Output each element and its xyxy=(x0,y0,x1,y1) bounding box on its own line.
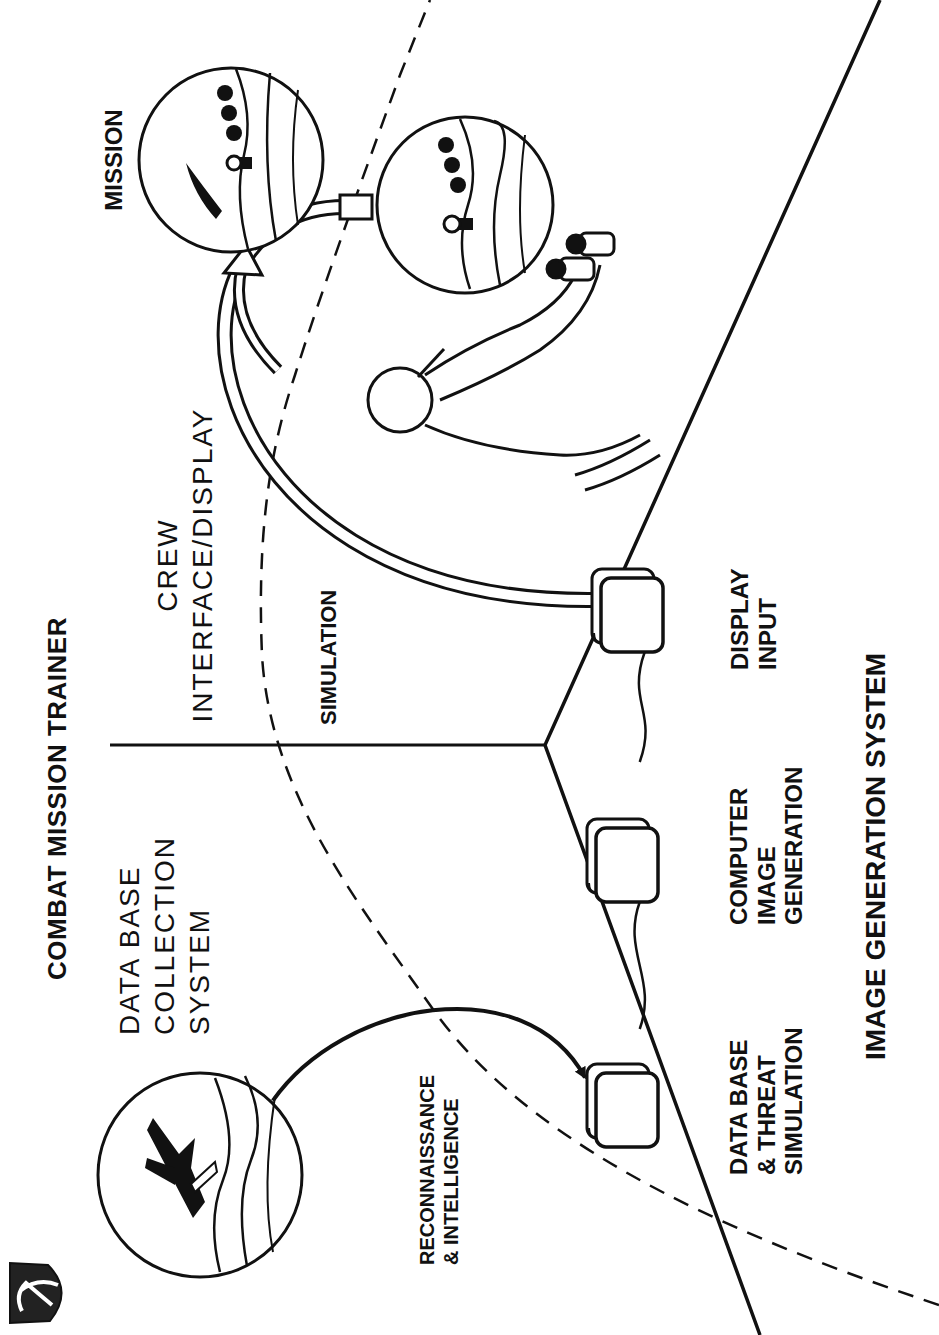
node-label: MISSION xyxy=(100,65,128,255)
node-group: RECONNAISSANCE & INTELLIGENCE xyxy=(95,1067,463,1280)
free-label: DATA BASE COLLECTION SYSTEM xyxy=(112,836,217,1035)
diagram-title: COMBAT MISSION TRAINER xyxy=(42,617,73,980)
signal-wire xyxy=(639,652,646,762)
node-shape xyxy=(590,550,666,655)
free-label: CREW INTERFACE/DISPLAY xyxy=(150,385,220,745)
divider-line xyxy=(110,744,545,747)
node-shape xyxy=(136,65,326,255)
crew-figure xyxy=(368,233,660,490)
crew-view-circle xyxy=(377,117,553,293)
node-group: MISSION xyxy=(100,65,326,255)
simulation-boundary xyxy=(261,0,939,1305)
free-label: IMAGE GENERATION SYSTEM xyxy=(860,653,892,1060)
node-group: COMPUTER IMAGE GENERATION xyxy=(585,750,808,925)
view-arrow xyxy=(224,245,278,370)
node-label: DATA BASE & THREAT SIMULATION xyxy=(725,1017,808,1175)
node-shape xyxy=(585,1017,661,1150)
node-label: DISPLAY INPUT xyxy=(726,550,781,670)
floor-line xyxy=(545,0,880,1335)
node-label: COMPUTER IMAGE GENERATION xyxy=(725,750,808,925)
free-label: SIMULATION xyxy=(316,590,342,725)
node-group: DATA BASE & THREAT SIMULATION xyxy=(585,1017,808,1175)
node-shape xyxy=(95,1067,305,1280)
signal-wire xyxy=(635,902,645,1029)
node-group: DISPLAY INPUT xyxy=(590,550,781,670)
logo xyxy=(10,1263,62,1323)
node-label: RECONNAISSANCE & INTELLIGENCE xyxy=(415,1067,463,1265)
node-shape xyxy=(585,750,661,905)
